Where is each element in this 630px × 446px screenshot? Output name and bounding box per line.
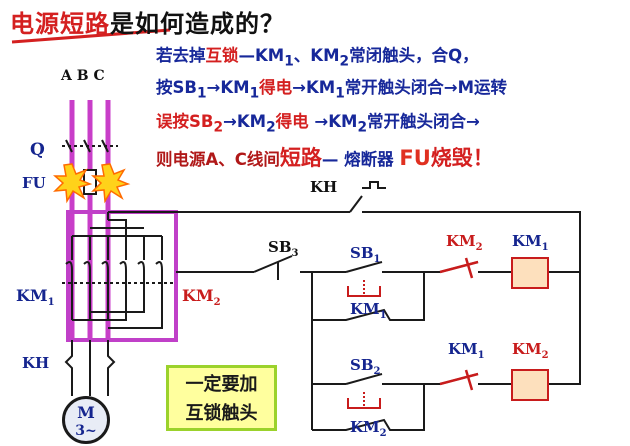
sb3-label: SB3 bbox=[268, 238, 299, 259]
phase-labels: A B C bbox=[61, 68, 105, 84]
sb1-label: SB1 bbox=[350, 244, 381, 265]
fu-label: FU bbox=[22, 174, 46, 192]
main-contacts bbox=[62, 261, 176, 300]
motor-symbol: M 3~ bbox=[62, 396, 110, 444]
contactor-wiring bbox=[71, 212, 163, 329]
control-circuit bbox=[108, 181, 581, 431]
km1-interlock-label: KM1 bbox=[448, 340, 485, 361]
km2-self-lock-label: KM2 bbox=[350, 418, 387, 439]
sb2-label: SB2 bbox=[350, 356, 381, 377]
title-highlight: 电源短路 bbox=[10, 10, 110, 38]
description-line-3: 误按SB2→KM2得电 →KM2常开触头闭合→ bbox=[156, 112, 480, 136]
description-line-1: 若去掉互锁—KM1、KM2常闭触头，合Q， bbox=[156, 46, 479, 70]
title-strike-mark bbox=[11, 28, 171, 44]
q-label: Q bbox=[30, 140, 45, 160]
note-line-1: 一定要加 bbox=[185, 374, 258, 395]
km1-coil-label: KM1 bbox=[512, 232, 549, 253]
km1-main-label: KM1 bbox=[16, 286, 55, 309]
interlock-note: 一定要加 互锁触头 bbox=[166, 365, 277, 431]
km1-self-lock-label: KM1 bbox=[350, 300, 387, 321]
kh-left-label: KH bbox=[22, 354, 50, 372]
note-line-2: 互锁触头 bbox=[185, 403, 258, 424]
description-line-4: 则电源A、C线间短路— 熔断器 FU烧毁！ bbox=[156, 146, 494, 170]
km2-main-label: KM2 bbox=[182, 286, 221, 309]
kh-control-label: KH bbox=[310, 178, 338, 196]
km2-coil-label: KM2 bbox=[512, 340, 549, 361]
spark-right bbox=[91, 163, 131, 204]
kh-element bbox=[64, 340, 116, 396]
title-rest: 是如何造成的？ bbox=[110, 10, 285, 38]
push-buttons bbox=[347, 280, 381, 409]
km2-interlock-label: KM2 bbox=[446, 232, 483, 253]
page-title: 电源短路是如何造成的？ bbox=[10, 4, 285, 39]
km1-coil bbox=[511, 257, 549, 289]
interlock-contacts bbox=[439, 257, 479, 391]
spark-left bbox=[53, 163, 93, 204]
motor-phase-label: 3~ bbox=[75, 423, 97, 439]
description-line-2: 按SB1→KM1得电→KM1常开触头闭合→M运转 bbox=[156, 78, 508, 102]
motor-m-label: M bbox=[77, 403, 95, 422]
km2-coil bbox=[511, 369, 549, 401]
q-switch bbox=[62, 139, 118, 153]
